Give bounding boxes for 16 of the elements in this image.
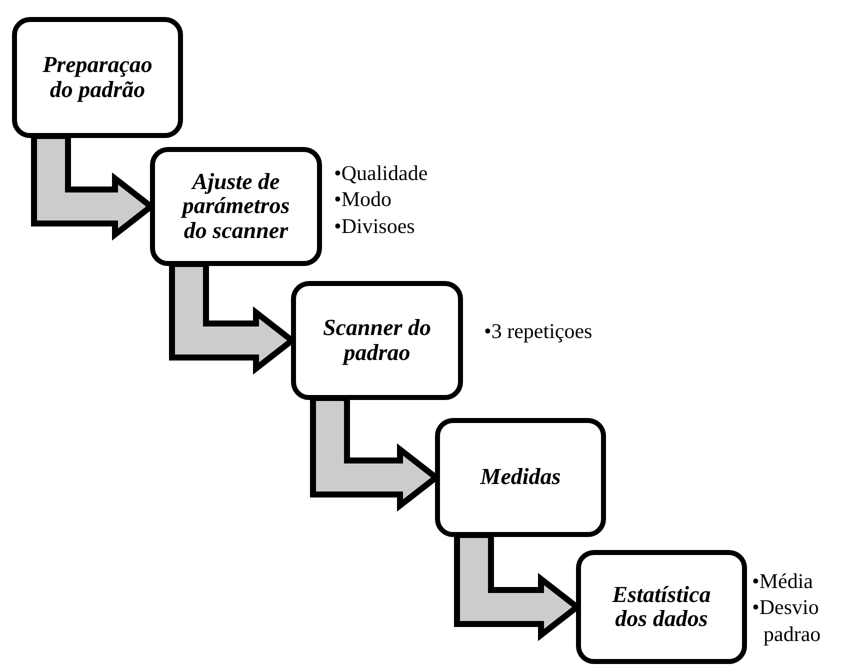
bullet-item: •Média [752, 568, 814, 594]
process-box [12, 17, 183, 138]
step-label: Estatística dos dados [611, 582, 712, 632]
bullet-item: •Desvio padrao [752, 594, 822, 647]
step-label: Medidas [479, 465, 562, 490]
process-box [291, 281, 463, 400]
bullet-item: •Qualidade [334, 160, 429, 186]
bullet-item: •Divisoes [334, 212, 416, 239]
process-box [150, 147, 322, 266]
bullet-item: •Modo [334, 186, 393, 212]
process-box [576, 550, 747, 664]
step-label: Ajuste de parámetros do scanner [180, 170, 291, 243]
step-label: Scanner do padrao [322, 316, 432, 365]
step-label: Preparaçao do padrão [42, 53, 154, 102]
bullet-item: •3 repetiçoes [484, 318, 594, 344]
process-box [435, 418, 606, 537]
